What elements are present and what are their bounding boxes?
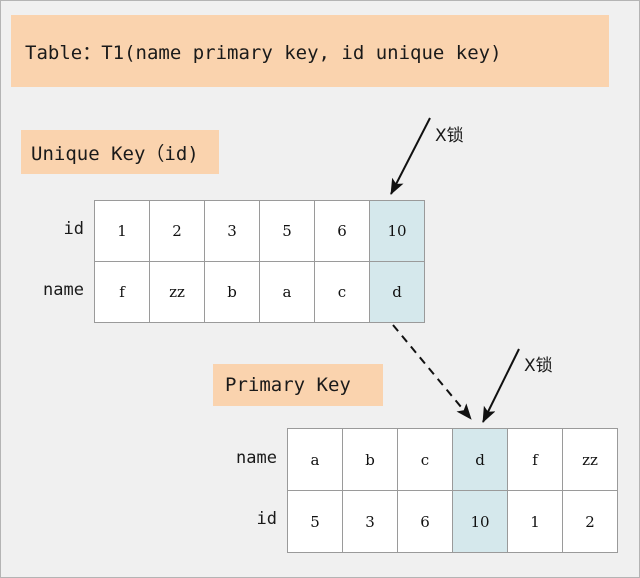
cell-highlighted: 10 [369,200,425,262]
cell: c [397,428,453,491]
x-lock-label-bottom: X锁 [524,356,553,376]
table-row: a b c d f zz [287,428,618,491]
unique-row-label-id: id [63,219,84,239]
cell-highlighted: d [369,261,425,323]
cell: 1 [507,490,563,553]
cell: 5 [259,200,315,262]
cell: zz [149,261,205,323]
x-lock-label-top: X锁 [435,126,464,146]
title-banner: Table：T1(name primary key, id unique key… [11,15,609,87]
unique-key-label: Unique Key（id) [21,130,219,174]
cell: 5 [287,490,343,553]
table-row: 5 3 6 10 1 2 [287,490,618,553]
solid-arrow-to-primary-cell [482,348,520,423]
cell: 6 [397,490,453,553]
cell: a [287,428,343,491]
unique-table-body: 1 2 3 5 6 10 f zz b a c d [94,200,425,323]
cell: b [342,428,398,491]
cell: 2 [562,490,618,553]
cell-highlighted: d [452,428,508,491]
cell: c [314,261,370,323]
solid-arrow-to-unique-cell [390,117,431,195]
primary-table-body: a b c d f zz 5 3 6 10 1 2 [287,428,618,553]
unique-key-index-table: 1 2 3 5 6 10 f zz b a c d [94,200,425,323]
primary-row-label-id: id [256,509,277,529]
cell: 3 [204,200,260,262]
cell: 3 [342,490,398,553]
cell: b [204,261,260,323]
cell: 1 [94,200,150,262]
primary-key-label: Primary Key [213,364,383,406]
cell: 6 [314,200,370,262]
cell: 2 [149,200,205,262]
primary-key-index-table: a b c d f zz 5 3 6 10 1 2 [287,428,618,553]
cell: a [259,261,315,323]
dashed-arrow-unique-to-primary [392,324,472,420]
primary-row-label-name: name [236,448,277,468]
unique-row-label-name: name [43,280,84,300]
table-row: f zz b a c d [94,261,425,323]
cell: f [507,428,563,491]
cell: f [94,261,150,323]
cell: zz [562,428,618,491]
cell-highlighted: 10 [452,490,508,553]
table-row: 1 2 3 5 6 10 [94,200,425,262]
